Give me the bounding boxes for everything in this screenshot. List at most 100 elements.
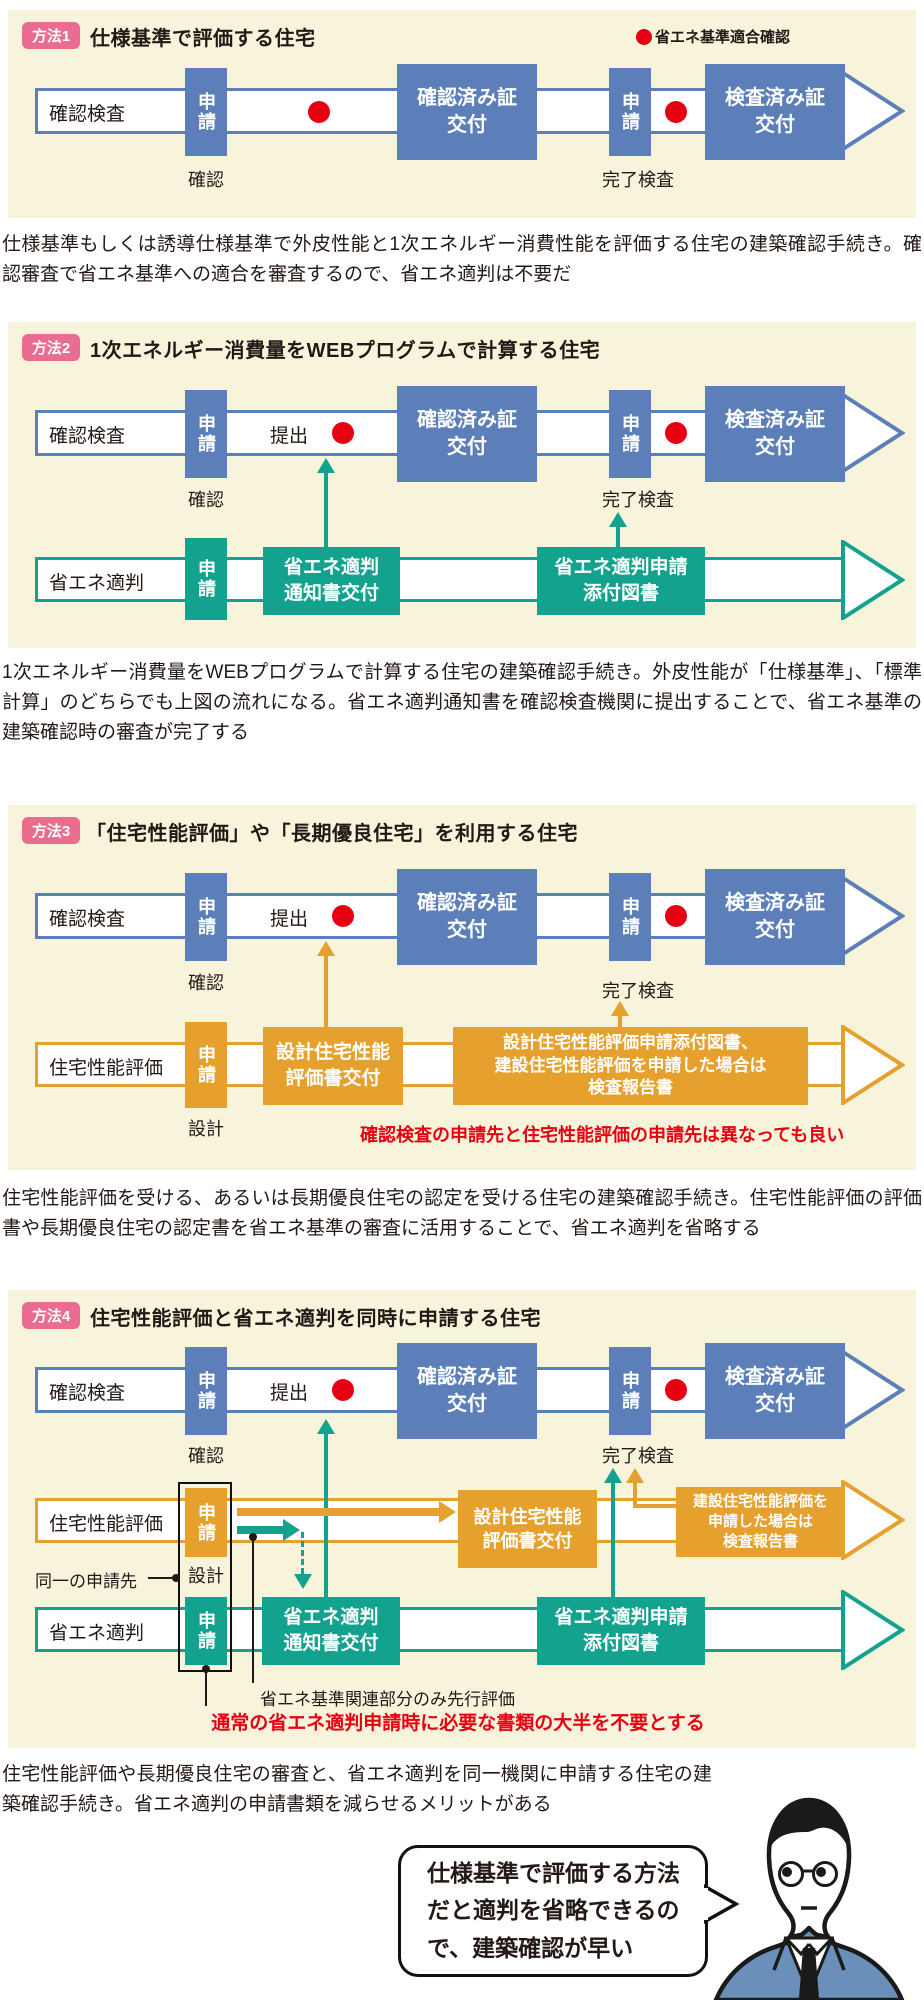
legend-label: 省エネ基準適合確認 <box>655 29 791 46</box>
application-box-1: 申請 <box>185 873 227 961</box>
kakunin-label: 確認 <box>188 973 224 993</box>
flow-arrowhead-icon <box>841 1480 905 1560</box>
conformity-dot-1 <box>332 1379 354 1401</box>
milestone-judgment-docs: 省エネ適判申請 添付図書 <box>537 547 705 615</box>
milestone-confirmed-cert: 確認済み証 交付 <box>397 386 537 482</box>
caption-4: 住宅性能評価や長期優良住宅の審査と、省エネ適判を同一機関に申請する住宅の建築確認… <box>2 1764 712 1816</box>
design-submit-arrow-icon <box>439 1501 456 1523</box>
row-label-performance-eval: 住宅性能評価 <box>49 1058 164 1079</box>
completion-up-arrow-icon <box>609 512 627 527</box>
red-note: 確認検査の申請先と住宅性能評価の申請先は異なっても良い <box>360 1125 845 1145</box>
advance-eval-pointer-line <box>252 1536 254 1683</box>
completion-inspection-label: 完了検査 <box>602 981 674 1001</box>
milestone-inspected-cert: 検査済み証 交付 <box>705 386 845 482</box>
method-badge: 方法1 <box>22 22 80 49</box>
milestone-confirmed-cert: 確認済み証 交付 <box>397 1343 537 1439</box>
flow-arrowhead-icon <box>841 1350 905 1430</box>
character-illustration <box>713 1797 905 2000</box>
completion-up-arrow-teal-line <box>611 1480 615 1597</box>
design-submit-arrow-line <box>237 1508 441 1516</box>
completion-up-arrow-orange-line <box>633 1480 637 1508</box>
milestone-construction-report: 建設住宅性能評価を 申請した場合は 検査報告書 <box>676 1487 845 1557</box>
flow-arrowhead-icon <box>841 71 905 151</box>
submit-label: 提出 <box>270 909 309 930</box>
method-badge: 方法3 <box>22 817 80 844</box>
submit-up-arrow-icon <box>317 941 335 956</box>
submit-up-arrow-line <box>324 470 328 547</box>
row-label-confirmation: 確認検査 <box>49 104 126 125</box>
application-box-2: 申請 <box>609 390 651 478</box>
milestone-confirmed-cert: 確認済み証 交付 <box>397 869 537 965</box>
flow-arrowhead-icon <box>841 876 905 956</box>
speech-bubble-tail-icon <box>704 1883 740 1925</box>
method-badge: 方法2 <box>22 334 80 361</box>
method-badge: 方法4 <box>22 1302 80 1329</box>
flow-band-energy-judgment <box>35 1607 845 1652</box>
row-label-confirmation: 確認検査 <box>49 426 126 447</box>
application-box-eval: 申請 <box>185 1022 227 1108</box>
conformity-dot-1 <box>308 101 330 123</box>
application-box-eval: 申請 <box>185 1488 227 1557</box>
panel-method-2: 方法2 1次エネルギー消費量をWEBプログラムで計算する住宅 確認検査 申請 確… <box>8 322 916 648</box>
row-label-performance-eval: 住宅性能評価 <box>49 1514 164 1535</box>
conformity-legend: 省エネ基準適合確認 <box>636 26 790 47</box>
application-box-2: 申請 <box>609 1347 651 1435</box>
kakunin-label: 確認 <box>188 1446 224 1466</box>
milestone-inspected-cert: 検査済み証 交付 <box>705 64 845 160</box>
conformity-dot-2 <box>665 1379 687 1401</box>
submit-up-arrow-icon <box>317 1419 335 1434</box>
same-applicant-label: 同一の申請先 <box>35 1572 137 1591</box>
same-applicant-pointer-dot <box>172 1574 180 1582</box>
panel-title: 1次エネルギー消費量をWEBプログラムで計算する住宅 <box>90 340 601 362</box>
row-label-energy-judgment: 省エネ適判 <box>49 1623 145 1644</box>
legend-red-dot-icon <box>636 28 652 45</box>
completion-up-arrow-icon <box>611 1001 629 1016</box>
advance-eval-down-dashed-line <box>301 1532 304 1574</box>
completion-up-arrow-orange-icon <box>626 1468 644 1483</box>
caption-2: 1次エネルギー消費量をWEBプログラムで計算する住宅の建築確認手続き。外皮性能が… <box>2 662 922 744</box>
submit-label: 提出 <box>270 1383 309 1404</box>
kakunin-label: 確認 <box>188 490 224 510</box>
submit-label: 提出 <box>270 426 309 447</box>
milestone-confirmed-cert: 確認済み証 交付 <box>397 64 537 160</box>
milestone-judgment-notice: 省エネ適判 通知書交付 <box>262 1597 400 1665</box>
conformity-dot-2 <box>665 905 687 927</box>
completion-up-arrow-line <box>618 1013 622 1029</box>
completion-inspection-label: 完了検査 <box>602 170 674 190</box>
flow-arrowhead-icon <box>841 1025 905 1105</box>
row-label-energy-judgment: 省エネ適判 <box>49 573 145 594</box>
sekkei-label: 設計 <box>188 1119 224 1139</box>
milestone-design-eval-cert: 設計住宅性能 評価書交付 <box>458 1490 597 1568</box>
advance-eval-arrow-icon <box>283 1519 300 1541</box>
panel-method-1: 方法1 仕様基準で評価する住宅 省エネ基準適合確認 確認検査 申請 確認 確認済… <box>8 10 916 218</box>
completion-inspection-label: 完了検査 <box>602 490 674 510</box>
advance-eval-pointer-dot <box>249 1533 257 1541</box>
flow-arrowhead-icon <box>841 1590 905 1670</box>
application-box-2: 申請 <box>609 68 651 156</box>
application-box-energy: 申請 <box>185 538 227 620</box>
row-label-confirmation: 確認検査 <box>49 909 126 930</box>
completion-up-arrow-teal-icon <box>604 1468 622 1483</box>
milestone-design-eval-cert: 設計住宅性能 評価書交付 <box>263 1027 403 1105</box>
submit-up-arrow-icon <box>317 458 335 473</box>
application-box-1: 申請 <box>185 1347 227 1435</box>
completion-up-arrow-line <box>616 524 620 547</box>
conformity-dot-2 <box>665 101 687 123</box>
advance-eval-down-arrow-icon <box>294 1574 312 1589</box>
submit-up-arrow-line <box>324 953 328 1027</box>
panel-title: 「住宅性能評価」や「長期優良住宅」を利用する住宅 <box>86 823 578 845</box>
application-box-energy: 申請 <box>185 1597 227 1665</box>
conformity-dot-2 <box>665 422 687 444</box>
application-box-1: 申請 <box>185 68 227 156</box>
red-note-pointer-dot <box>202 1665 210 1673</box>
advance-eval-arrow-line <box>237 1526 285 1534</box>
application-box-2: 申請 <box>609 873 651 961</box>
advance-eval-note: 省エネ基準関連部分のみ先行評価 <box>260 1690 515 1709</box>
milestone-judgment-docs: 省エネ適判申請 添付図書 <box>537 1597 705 1665</box>
completion-orange-elbow-line <box>633 1504 678 1508</box>
red-note: 通常の省エネ適判申請時に必要な書類の大半を不要とする <box>211 1713 705 1734</box>
same-applicant-bracket <box>178 1482 232 1672</box>
milestone-inspected-cert: 検査済み証 交付 <box>705 869 845 965</box>
caption-1: 仕様基準もしくは誘導仕様基準で外皮性能と1次エネルギー消費性能を評価する住宅の建… <box>2 234 922 286</box>
